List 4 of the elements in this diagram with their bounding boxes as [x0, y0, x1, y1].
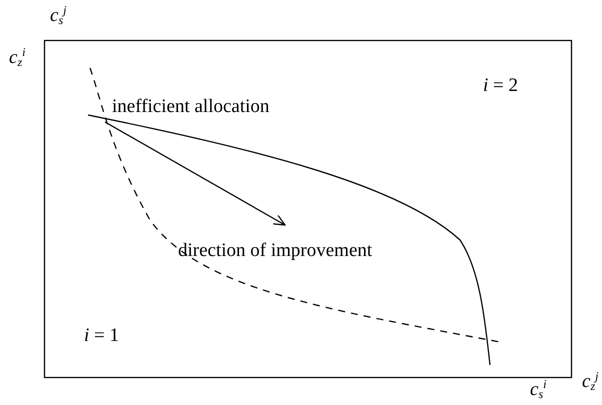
arrow-label: direction of improvement — [178, 241, 372, 260]
region-label: i = 1 — [84, 326, 119, 345]
region-label: i = 2 — [483, 76, 518, 95]
point-label: inefficient allocation — [112, 97, 270, 116]
